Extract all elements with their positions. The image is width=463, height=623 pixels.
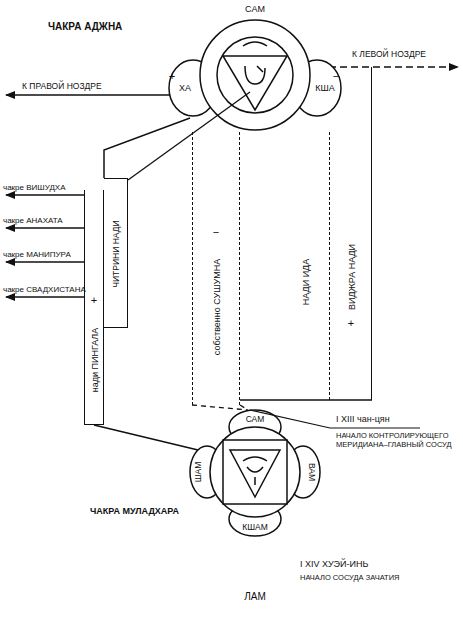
petal-syllable: ВАМ: [308, 463, 317, 481]
nadi-name: нади ПИНГАЛА: [91, 328, 100, 393]
petal-syllable: САМ: [245, 5, 265, 14]
petal-syllable: ХА: [179, 84, 191, 93]
polarity-sign: +: [91, 295, 97, 306]
chakra-name: чакре МАНИПУРА: [3, 251, 71, 259]
triangle: [230, 450, 280, 497]
nadi-band: ВИДЖРА НАДИ: [330, 67, 372, 400]
nadi-name: ЧИТРИНИ НАДИ: [112, 220, 121, 287]
polarity-sign: +: [348, 318, 354, 329]
chakra-circle: [210, 427, 300, 517]
nadi-band: собственно СУШУМНА: [192, 132, 240, 405]
chakra-arrow: [6, 227, 84, 229]
bija-symbol: [243, 457, 267, 485]
leader-line: [128, 92, 250, 180]
square: [223, 440, 287, 504]
chakra-name: чакре СВАДХИСТАНА: [3, 286, 86, 294]
inner-circle: [217, 37, 293, 113]
polarity-sign: +: [169, 71, 175, 82]
petal-syllable: ШАМ: [194, 462, 203, 483]
nadi-name: ВИДЖРА НАДИ: [348, 244, 357, 310]
chakra-arrow: [6, 194, 84, 196]
bija-syllable: ЛАМ: [244, 592, 266, 602]
nostril-arrow: [6, 94, 172, 96]
chakra-name: чакре АНАХАТА: [3, 217, 63, 225]
chakra-outline: [165, 0, 345, 140]
chakra-circle: ЧАКРА АДЖНАСАМХАКША: [165, 0, 345, 140]
crescent: [243, 42, 267, 46]
direction-label: К ЛЕВОЙ НОЗДРЕ: [352, 50, 426, 59]
leader-line: [250, 410, 420, 428]
petal-syllable: КШАМ: [242, 523, 268, 532]
chakra-title: ЧАКРА МУЛАДХАРА: [90, 507, 179, 516]
petal-syllable: КША: [315, 84, 335, 93]
point-name: I XIII чан-цян: [336, 415, 390, 424]
chakra-title: ЧАКРА АДЖНА: [48, 22, 122, 32]
channel-line: [240, 399, 372, 401]
chakra-arrow: [6, 296, 84, 298]
channel-line: [94, 425, 198, 450]
nadi-band: НАДИ ИДА: [240, 132, 330, 400]
nadi-name: собственно СУШУМНА: [213, 259, 222, 355]
chakra-name: чакре ВИШУДХА: [3, 184, 65, 192]
polarity-sign: −: [213, 227, 219, 238]
channel-line: [104, 118, 190, 178]
petal-syllable: САМ: [246, 415, 265, 424]
channel-line: [192, 405, 248, 410]
chakra-arrow: [6, 261, 84, 263]
direction-label: К ПРАВОЙ НОЗДРЕ: [22, 82, 102, 91]
nadi-name: НАДИ ИДА: [302, 259, 311, 305]
chakra-circle: [200, 20, 310, 130]
bija-symbol: [245, 66, 265, 84]
triangle: [223, 56, 287, 110]
point-note: НАЧАЛО СОСУДА ЗАЧАТИЯ: [300, 574, 399, 582]
polarity-sign: −: [333, 71, 339, 82]
point-note: НАЧАЛО КОНТРОЛИРУЮЩЕГО МЕРИДИАНА–ГЛАВНЫЙ…: [336, 431, 458, 449]
nadi-band: ЧИТРИНИ НАДИ: [104, 178, 128, 328]
nadi-band: нади ПИНГАЛА: [84, 190, 104, 425]
point-name: I XIV ХУЭЙ-ИНЬ: [300, 560, 368, 569]
